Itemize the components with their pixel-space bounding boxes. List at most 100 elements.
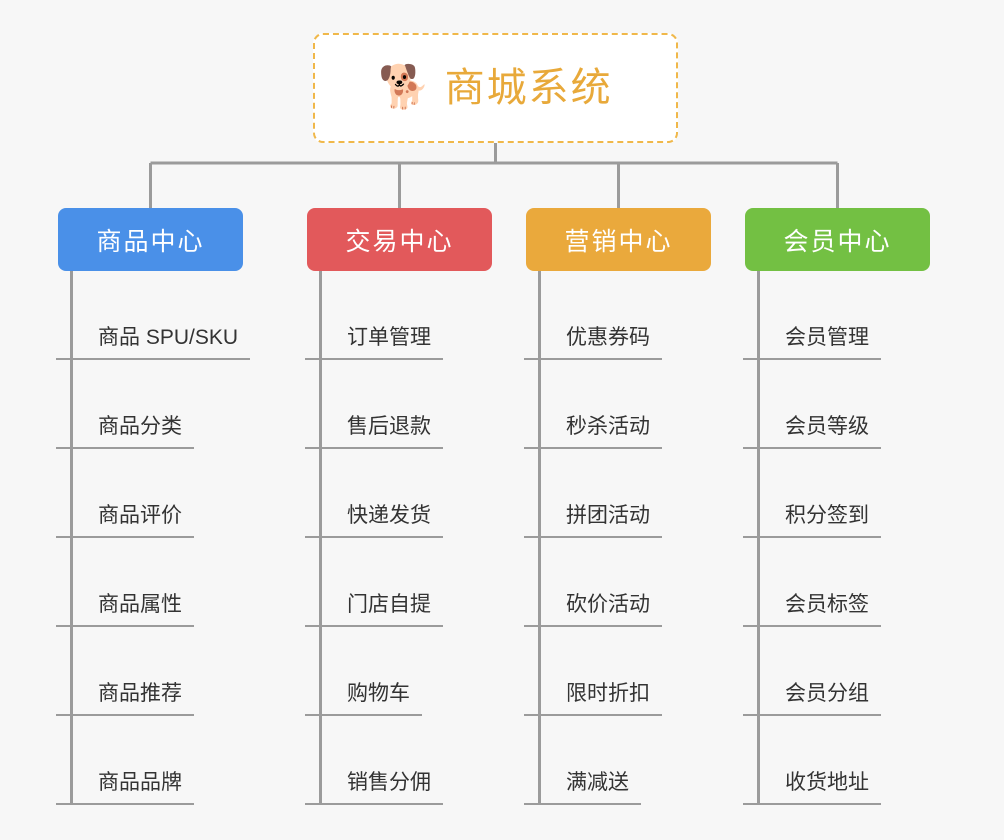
leaf-label: 门店自提 bbox=[347, 593, 431, 616]
leaf-underline: 销售分佣 bbox=[305, 769, 443, 805]
leaf-underline: 门店自提 bbox=[305, 591, 443, 627]
branch-header-label: 营销中心 bbox=[564, 227, 673, 256]
leaf-connector-line bbox=[524, 714, 554, 716]
leaf-underline: 限时折扣 bbox=[524, 680, 662, 716]
leaf-underline: 商品 SPU/SKU bbox=[56, 324, 251, 360]
leaf-underline: 会员管理 bbox=[743, 324, 881, 360]
leaf-item[interactable]: 商品分类 bbox=[56, 360, 250, 449]
leaf-connector-line bbox=[524, 803, 554, 805]
leaf-item[interactable]: 快递发货 bbox=[305, 449, 443, 538]
leaf-underline: 砍价活动 bbox=[524, 591, 662, 627]
leaf-connector-line bbox=[524, 358, 554, 360]
leaf-connector-line bbox=[56, 536, 86, 538]
leaf-item[interactable]: 秒杀活动 bbox=[524, 360, 662, 449]
leaf-item[interactable]: 收货地址 bbox=[743, 716, 881, 805]
leaf-underline: 快递发货 bbox=[305, 502, 443, 538]
leaf-item[interactable]: 优惠券码 bbox=[524, 271, 662, 360]
leaf-item[interactable]: 商品 SPU/SKU bbox=[56, 271, 251, 360]
leaf-list: 优惠券码秒杀活动拼团活动砍价活动限时折扣满减送 bbox=[524, 271, 662, 805]
leaf-label: 商品属性 bbox=[98, 593, 182, 616]
leaf-underline: 秒杀活动 bbox=[524, 413, 662, 449]
leaf-connector-line bbox=[305, 536, 335, 538]
leaf-connector-line bbox=[743, 625, 773, 627]
leaf-item[interactable]: 会员分组 bbox=[743, 627, 881, 716]
branch-trunk-line bbox=[319, 271, 322, 805]
branch-header-3[interactable]: 营销中心 bbox=[526, 208, 711, 271]
leaf-underline: 会员标签 bbox=[743, 591, 881, 627]
leaf-label: 优惠券码 bbox=[566, 326, 650, 349]
leaf-item[interactable]: 订单管理 bbox=[305, 271, 443, 360]
leaf-underline: 商品评价 bbox=[56, 502, 194, 538]
leaf-item[interactable]: 满减送 bbox=[524, 716, 662, 805]
leaf-underline: 会员等级 bbox=[743, 413, 881, 449]
leaf-underline: 商品属性 bbox=[56, 591, 194, 627]
leaf-item[interactable]: 拼团活动 bbox=[524, 449, 662, 538]
leaf-item[interactable]: 售后退款 bbox=[305, 360, 443, 449]
leaf-connector-line bbox=[743, 803, 773, 805]
root-node[interactable]: 🐕 商城系统 bbox=[313, 33, 678, 143]
leaf-underline: 订单管理 bbox=[305, 324, 443, 360]
leaf-connector-line bbox=[56, 803, 86, 805]
leaf-connector-line bbox=[56, 714, 86, 716]
leaf-item[interactable]: 商品评价 bbox=[56, 449, 250, 538]
leaf-connector-line bbox=[743, 358, 773, 360]
leaf-item[interactable]: 购物车 bbox=[305, 627, 443, 716]
leaf-label: 商品推荐 bbox=[98, 682, 182, 705]
branch-header-4[interactable]: 会员中心 bbox=[745, 208, 930, 271]
leaf-label: 订单管理 bbox=[347, 326, 431, 349]
branch-column-3: 营销中心优惠券码秒杀活动拼团活动砍价活动限时折扣满减送 bbox=[524, 208, 711, 805]
leaf-connector-line bbox=[743, 447, 773, 449]
leaf-label: 商品评价 bbox=[98, 504, 182, 527]
leaf-label: 售后退款 bbox=[347, 415, 431, 438]
leaf-label: 商品 SPU/SKU bbox=[98, 326, 239, 349]
leaf-connector-line bbox=[743, 536, 773, 538]
leaf-item[interactable]: 商品品牌 bbox=[56, 716, 250, 805]
shiba-dog-icon: 🐕 bbox=[378, 63, 431, 110]
leaf-underline: 商品品牌 bbox=[56, 769, 194, 805]
leaf-item[interactable]: 门店自提 bbox=[305, 538, 443, 627]
leaf-label: 秒杀活动 bbox=[566, 415, 650, 438]
leaf-underline: 收货地址 bbox=[743, 769, 881, 805]
leaf-item[interactable]: 会员管理 bbox=[743, 271, 881, 360]
leaf-label: 拼团活动 bbox=[566, 504, 650, 527]
leaf-underline: 购物车 bbox=[305, 680, 422, 716]
leaf-item[interactable]: 会员标签 bbox=[743, 538, 881, 627]
leaf-underline: 拼团活动 bbox=[524, 502, 662, 538]
leaf-item[interactable]: 商品推荐 bbox=[56, 627, 250, 716]
leaf-item[interactable]: 销售分佣 bbox=[305, 716, 443, 805]
leaf-label: 积分签到 bbox=[785, 504, 869, 527]
leaf-connector-line bbox=[524, 447, 554, 449]
branch-column-2: 交易中心订单管理售后退款快递发货门店自提购物车销售分佣 bbox=[305, 208, 492, 805]
branch-trunk-line bbox=[757, 271, 760, 805]
leaf-connector-line bbox=[743, 714, 773, 716]
leaf-connector-line bbox=[56, 447, 86, 449]
leaf-item[interactable]: 砍价活动 bbox=[524, 538, 662, 627]
leaf-label: 会员管理 bbox=[785, 326, 869, 349]
leaf-label: 购物车 bbox=[347, 682, 410, 705]
leaf-list: 订单管理售后退款快递发货门店自提购物车销售分佣 bbox=[305, 271, 443, 805]
leaf-connector-line bbox=[56, 625, 86, 627]
leaf-item[interactable]: 会员等级 bbox=[743, 360, 881, 449]
branch-header-1[interactable]: 商品中心 bbox=[58, 208, 243, 271]
leaf-label: 商品分类 bbox=[98, 415, 182, 438]
branch-header-label: 商品中心 bbox=[96, 227, 205, 256]
leaf-label: 限时折扣 bbox=[566, 682, 650, 705]
leaf-list: 商品 SPU/SKU 商品分类商品评价商品属性商品推荐商品品牌 bbox=[56, 271, 251, 805]
leaf-underline: 会员分组 bbox=[743, 680, 881, 716]
branch-header-label: 会员中心 bbox=[783, 227, 892, 256]
leaf-label: 商品品牌 bbox=[98, 771, 182, 794]
leaf-label: 会员分组 bbox=[785, 682, 869, 705]
leaf-list: 会员管理会员等级积分签到会员标签会员分组收货地址 bbox=[743, 271, 881, 805]
leaf-item[interactable]: 积分签到 bbox=[743, 449, 881, 538]
branch-header-2[interactable]: 交易中心 bbox=[307, 208, 492, 271]
leaf-underline: 优惠券码 bbox=[524, 324, 662, 360]
leaf-connector-line bbox=[305, 358, 335, 360]
leaf-label: 快递发货 bbox=[347, 504, 431, 527]
leaf-connector-line bbox=[524, 536, 554, 538]
leaf-label: 会员等级 bbox=[785, 415, 869, 438]
leaf-underline: 商品推荐 bbox=[56, 680, 194, 716]
leaf-underline: 满减送 bbox=[524, 769, 641, 805]
leaf-item[interactable]: 商品属性 bbox=[56, 538, 250, 627]
leaf-item[interactable]: 限时折扣 bbox=[524, 627, 662, 716]
